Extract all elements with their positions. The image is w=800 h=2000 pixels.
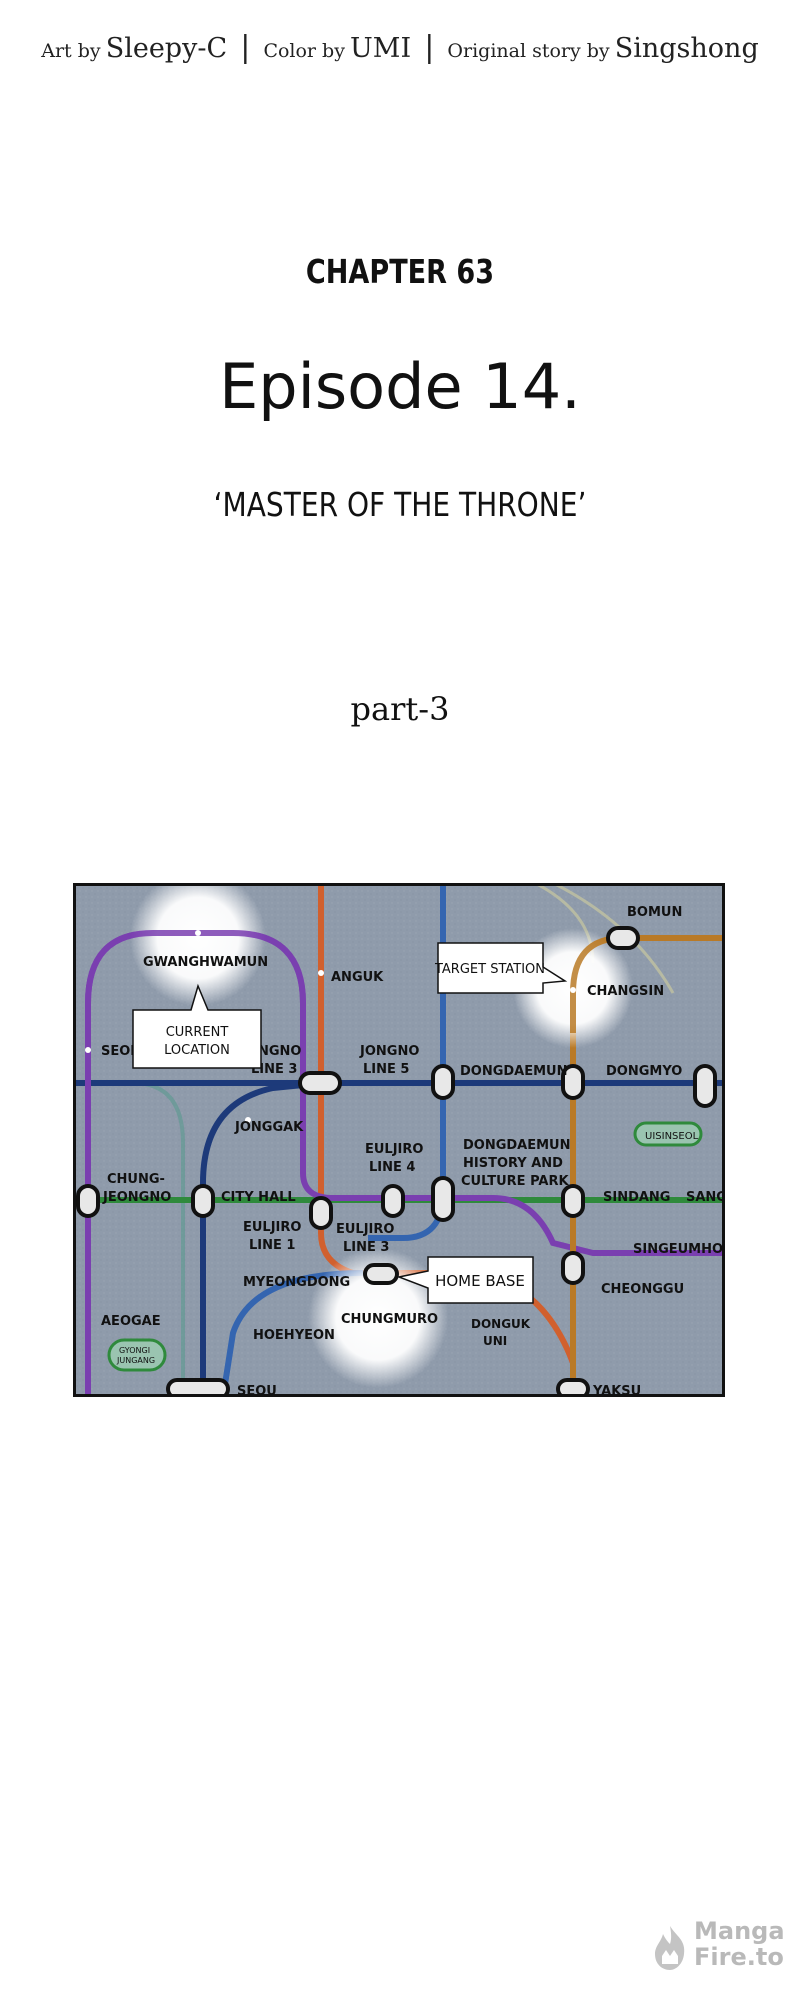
marker-cheonggu (561, 1251, 585, 1285)
label-euljiro4-a: EULJIRO (365, 1142, 423, 1157)
chapter-title: CHAPTER 63 (305, 252, 495, 291)
episode-subtitle: ‘MASTER OF THE THRONE’ (213, 485, 587, 524)
part-label: part-3 (350, 690, 450, 728)
callout-current-a: CURRENT (166, 1025, 229, 1040)
marker-chungmuro (363, 1263, 399, 1285)
label-ddp-a: DONGDAEMUN (463, 1138, 571, 1153)
label-jongno3-a: NGNO (258, 1044, 301, 1059)
label-seod: SEOD (101, 1044, 141, 1059)
callout-current-location: CURRENT LOCATION (132, 983, 262, 1069)
station-labels: GWANGHWAMUN ANGUK BOMUN CHANGSIN SEOD NG… (101, 905, 725, 1397)
dot-jonggak (245, 1117, 251, 1123)
callout-target-station: TARGET STATION (434, 942, 568, 994)
label-gwanghwamun: GWANGHWAMUN (143, 955, 268, 970)
art-prefix: Art by (41, 40, 101, 62)
marker-bomun (606, 926, 640, 950)
credits-line: Art by Sleepy-C | Color by UMI | Origina… (0, 30, 800, 65)
callout-current-b: LOCATION (164, 1043, 230, 1058)
label-euljiro1-a: EULJIRO (243, 1220, 301, 1235)
label-euljiro4-b: LINE 4 (369, 1160, 415, 1175)
marker-ddp (431, 1176, 455, 1222)
glow-gwanghwamun (130, 883, 266, 1006)
flame-icon (655, 1926, 685, 1970)
label-seoul: SEOU (237, 1384, 277, 1397)
marker-sindang (561, 1184, 585, 1218)
marker-yaksu (556, 1378, 590, 1397)
dot-seodaemun (85, 1047, 91, 1053)
label-euljiro3-b: LINE 3 (343, 1240, 389, 1255)
label-anguk: ANGUK (331, 970, 384, 985)
episode-title: Episode 14. (219, 350, 581, 423)
callout-home-base: HOME BASE (396, 1256, 534, 1304)
label-ddp-b: HISTORY AND (463, 1156, 563, 1171)
label-myeongdong: MYEONGDONG (243, 1275, 350, 1290)
label-uisinseol: UISINSEOL (645, 1131, 699, 1142)
marker-dongdaemun (431, 1064, 455, 1100)
label-dongguk-a: DONGUK (471, 1317, 531, 1331)
label-singeumho: SINGEUMHO (633, 1242, 723, 1257)
art-name: Sleepy-C (105, 33, 228, 64)
label-jonggak: JONGGAK (234, 1120, 304, 1135)
label-chungjeongno-a: CHUNG- (107, 1172, 165, 1187)
marker-seoul (166, 1378, 230, 1397)
label-bomun: BOMUN (627, 905, 682, 920)
color-name: UMI (350, 33, 412, 64)
label-hoehyeon: HOEHYEON (253, 1328, 335, 1343)
dot-gwanghwamun (195, 930, 201, 936)
separator: | (240, 30, 251, 65)
marker-chungjeongno (76, 1184, 100, 1218)
label-city-hall: CITY HALL (221, 1190, 296, 1205)
watermark-line2: Fire.to (694, 1943, 784, 1971)
label-aeogae: AEOGAE (101, 1314, 161, 1329)
marker-euljiro4 (381, 1184, 405, 1218)
color-prefix: Color by (263, 40, 345, 62)
subway-map-panel: GWANGHWAMUN ANGUK BOMUN CHANGSIN SEOD NG… (73, 883, 725, 1397)
label-changsin: CHANGSIN (587, 984, 664, 999)
label-yaksu: YAKSU (592, 1384, 641, 1397)
label-sindang: SINDANG (603, 1190, 670, 1205)
label-cheonggu: CHEONGGU (601, 1282, 684, 1297)
label-ddp-c: CULTURE PARK (461, 1174, 569, 1189)
callout-target: TARGET STATION (434, 962, 545, 977)
marker-dongmyo (693, 1064, 717, 1108)
line-5-highlight (85, 930, 306, 1033)
callout-home: HOME BASE (435, 1272, 525, 1290)
label-gyeongui-b: JUNGANG (116, 1356, 155, 1365)
label-gyeongui-a: GYONGI (119, 1346, 150, 1355)
story-name: Singshong (614, 33, 759, 64)
story-prefix: Original story by (447, 40, 610, 62)
panel-border (73, 883, 725, 1397)
watermark-line1: Manga (694, 1917, 785, 1945)
label-euljiro1-b: LINE 1 (249, 1238, 295, 1253)
label-jongno3-b: LINE 3 (251, 1062, 297, 1077)
label-jongno5-a: JONGNO (359, 1044, 419, 1059)
watermark-logo: Manga Fire.to (650, 1918, 785, 1978)
label-jongno5-b: LINE 5 (363, 1062, 409, 1077)
marker-city-hall (191, 1184, 215, 1218)
marker-gyeongui (107, 1338, 167, 1372)
dot-changsin (570, 987, 576, 993)
marker-uisinseol (633, 1121, 703, 1147)
station-markers (76, 926, 717, 1397)
subway-map: GWANGHWAMUN ANGUK BOMUN CHANGSIN SEOD NG… (73, 883, 725, 1397)
label-dongdaemun: DONGDAEMUN (460, 1064, 568, 1079)
label-euljiro3-a: EULJIRO (336, 1222, 394, 1237)
marker-jongno3 (298, 1071, 342, 1095)
label-chungjeongno-b: JEONGNO (102, 1190, 171, 1205)
label-dongguk-b: UNI (483, 1334, 507, 1348)
marker-euljiro3 (309, 1196, 333, 1230)
label-sang: SANG (686, 1190, 725, 1205)
label-dongmyo: DONGMYO (606, 1064, 682, 1079)
separator: | (424, 30, 435, 65)
dot-anguk (318, 970, 324, 976)
line-1-branch (200, 1080, 324, 1397)
label-chungmuro: CHUNGMURO (341, 1312, 438, 1327)
marker-dongmyo-6 (561, 1064, 585, 1100)
